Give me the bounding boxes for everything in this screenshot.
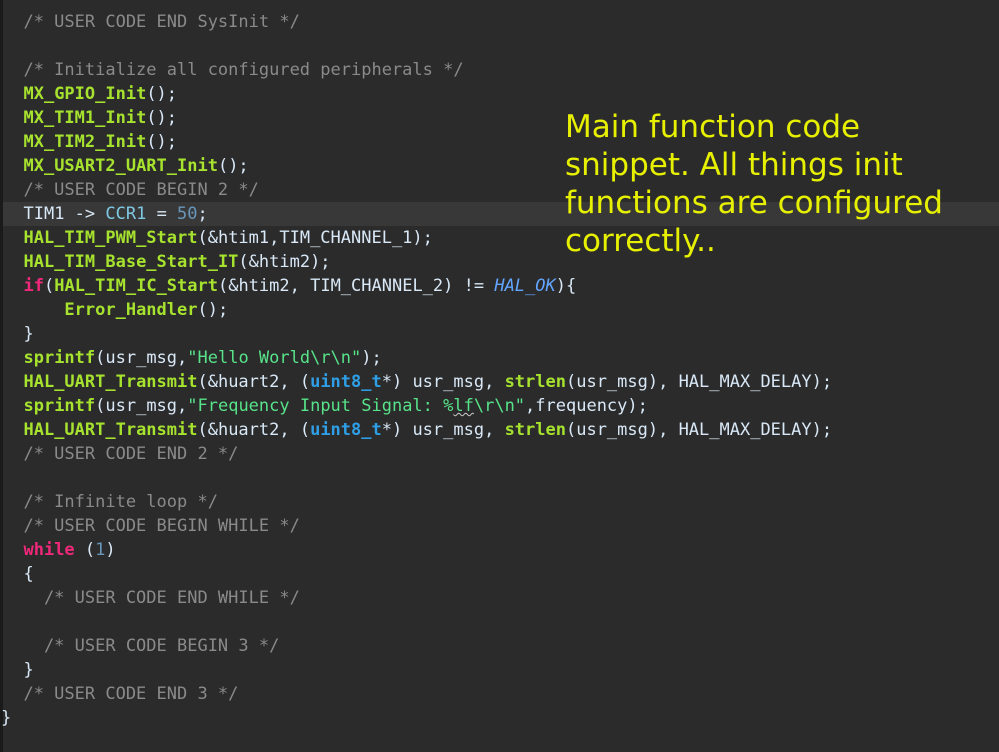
function-call: MX_GPIO_Init (23, 84, 147, 104)
editor-gutter (0, 0, 3, 752)
comment: /* USER CODE END 2 */ (3, 444, 239, 464)
function-call: HAL_UART_Transmit (23, 372, 198, 392)
code-text: = (146, 204, 178, 224)
code-line: /* Initialize all configured peripherals… (3, 58, 999, 82)
code-line: /* USER CODE BEGIN 3 */ (3, 634, 999, 658)
number-literal: 1 (95, 540, 106, 560)
comment: /* Infinite loop */ (3, 492, 218, 512)
code-text: *) usr_msg, (381, 420, 505, 440)
code-line: MX_TIM1_Init(); (23, 108, 178, 128)
code-line: MX_TIM2_Init(); (23, 132, 178, 152)
code-line: /* Infinite loop */ (3, 490, 999, 514)
code-line: /* USER CODE END WHILE */ (3, 586, 999, 610)
string-literal: "Frequency Input Signal: % (187, 396, 454, 416)
code-line: while (1) (23, 540, 116, 560)
function-call: HAL_TIM_PWM_Start (23, 228, 198, 248)
code-text: ); (361, 348, 382, 368)
function-call: MX_TIM1_Init (23, 108, 147, 128)
code-line: /* USER CODE END 2 */ (3, 442, 999, 466)
code-line: HAL_TIM_PWM_Start(&htim1,TIM_CHANNEL_1); (3, 226, 999, 250)
type-name: uint8_t (310, 372, 382, 392)
function-call: sprintf (23, 396, 96, 416)
number-literal: 50 (177, 204, 198, 224)
code-line: } (3, 324, 34, 344)
function-call: HAL_UART_Transmit (23, 420, 198, 440)
code-line: /* USER CODE BEGIN WHILE */ (3, 514, 999, 538)
code-text: (usr_msg), HAL_MAX_DELAY); (565, 420, 833, 440)
comment: /* USER CODE END 3 */ (3, 684, 239, 704)
code-line: sprintf(usr_msg,"Frequency Input Signal:… (3, 394, 999, 418)
code-line: { (3, 564, 34, 584)
function-call: HAL_TIM_IC_Start (54, 276, 218, 296)
code-text: (&htim2, TIM_CHANNEL_2) != (217, 276, 495, 296)
string-literal: \r\n" (473, 396, 526, 416)
function-call: Error_Handler (64, 300, 198, 320)
code-line: } (3, 660, 34, 680)
code-text: (&huart2, ( (197, 372, 311, 392)
code-line: /* USER CODE END SysInit */ (3, 10, 999, 34)
code-line: HAL_TIM_Base_Start_IT(&htim2); (3, 250, 999, 274)
current-code-line: TIM1 -> CCR1 = 50; (3, 202, 999, 226)
code-line: HAL_UART_Transmit(&huart2, (uint8_t*) us… (3, 370, 999, 394)
string-literal: "Hello World\r\n" (187, 348, 362, 368)
function-call: MX_USART2_UART_Init (23, 156, 218, 176)
comment: /* USER CODE BEGIN 2 */ (3, 180, 259, 200)
code-text: (&htim1,TIM_CHANNEL_1); (197, 228, 433, 248)
function-call: strlen (504, 372, 566, 392)
keyword: while (23, 540, 75, 560)
format-specifier: lf (453, 396, 474, 416)
code-line: HAL_UART_Transmit(&huart2, (uint8_t*) us… (3, 418, 999, 442)
code-text: ){ (555, 276, 577, 296)
code-line: /* USER CODE END 3 */ (3, 682, 999, 706)
comment: /* USER CODE BEGIN 3 */ (3, 636, 280, 656)
keyword: if (23, 276, 44, 296)
code-line: /* USER CODE BEGIN 2 */ (3, 178, 999, 202)
function-call: HAL_TIM_Base_Start_IT (23, 252, 239, 272)
function-call: strlen (504, 420, 566, 440)
code-line: MX_GPIO_Init(); (23, 84, 178, 104)
comment: /* USER CODE BEGIN WHILE */ (3, 516, 300, 536)
comment: /* Initialize all configured peripherals… (3, 60, 464, 80)
type-name: uint8_t (310, 420, 382, 440)
code-line: } (1, 708, 12, 728)
function-call: MX_TIM2_Init (23, 132, 147, 152)
code-text: (usr_msg, (95, 348, 188, 368)
register-name: CCR1 (105, 204, 147, 224)
code-line: sprintf(usr_msg,"Hello World\r\n"); (3, 346, 999, 370)
comment: /* USER CODE END WHILE */ (3, 588, 300, 608)
code-text: (usr_msg, (95, 396, 188, 416)
code-text: (&htim2); (238, 252, 331, 272)
constant: HAL_OK (494, 276, 556, 296)
code-line: if(HAL_TIM_IC_Start(&htim2, TIM_CHANNEL_… (23, 276, 577, 296)
code-line: Error_Handler(); (64, 300, 229, 320)
code-text: (usr_msg), HAL_MAX_DELAY); (565, 372, 833, 392)
code-text: (&huart2, ( (197, 420, 311, 440)
function-call: sprintf (23, 348, 96, 368)
comment: /* USER CODE END SysInit */ (3, 12, 300, 32)
code-text: ,frequency); (525, 396, 648, 416)
annotation-note: Main function code snippet. All things i… (565, 109, 943, 259)
code-text: TIM1 -> (23, 204, 106, 224)
code-line: MX_USART2_UART_Init(); (23, 156, 249, 176)
code-text: *) usr_msg, (381, 372, 505, 392)
